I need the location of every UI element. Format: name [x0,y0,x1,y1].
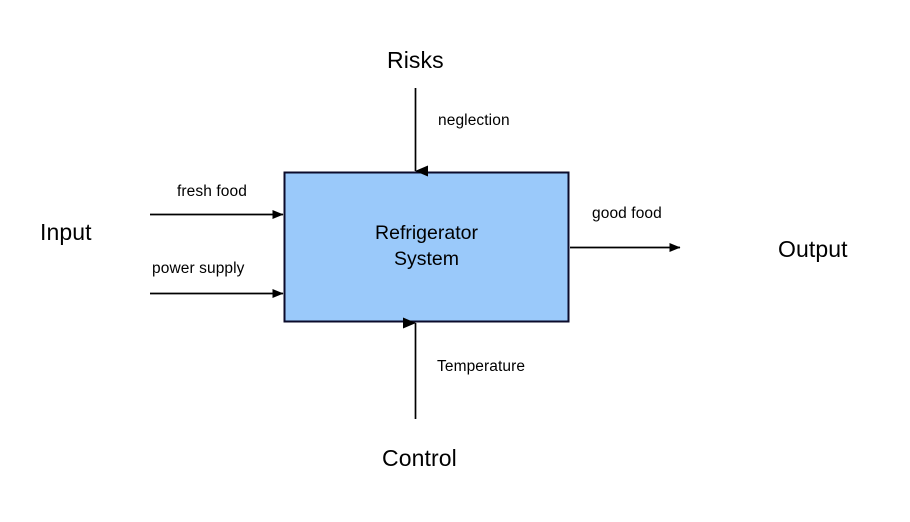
node-label-risks: Risks [387,47,444,73]
edge-label-temperature: Temperature [437,358,526,375]
edge-label-fresh-food: fresh food [177,183,247,200]
process-block [283,171,570,323]
edge-label-neglection: neglection [438,112,510,129]
edge-label-good-food: good food [592,205,662,222]
edge-label-power-supply: power supply [152,260,245,277]
node-label-input: Input [40,219,92,245]
node-label-output: Output [778,236,848,262]
node-label-control: Control [382,445,457,471]
